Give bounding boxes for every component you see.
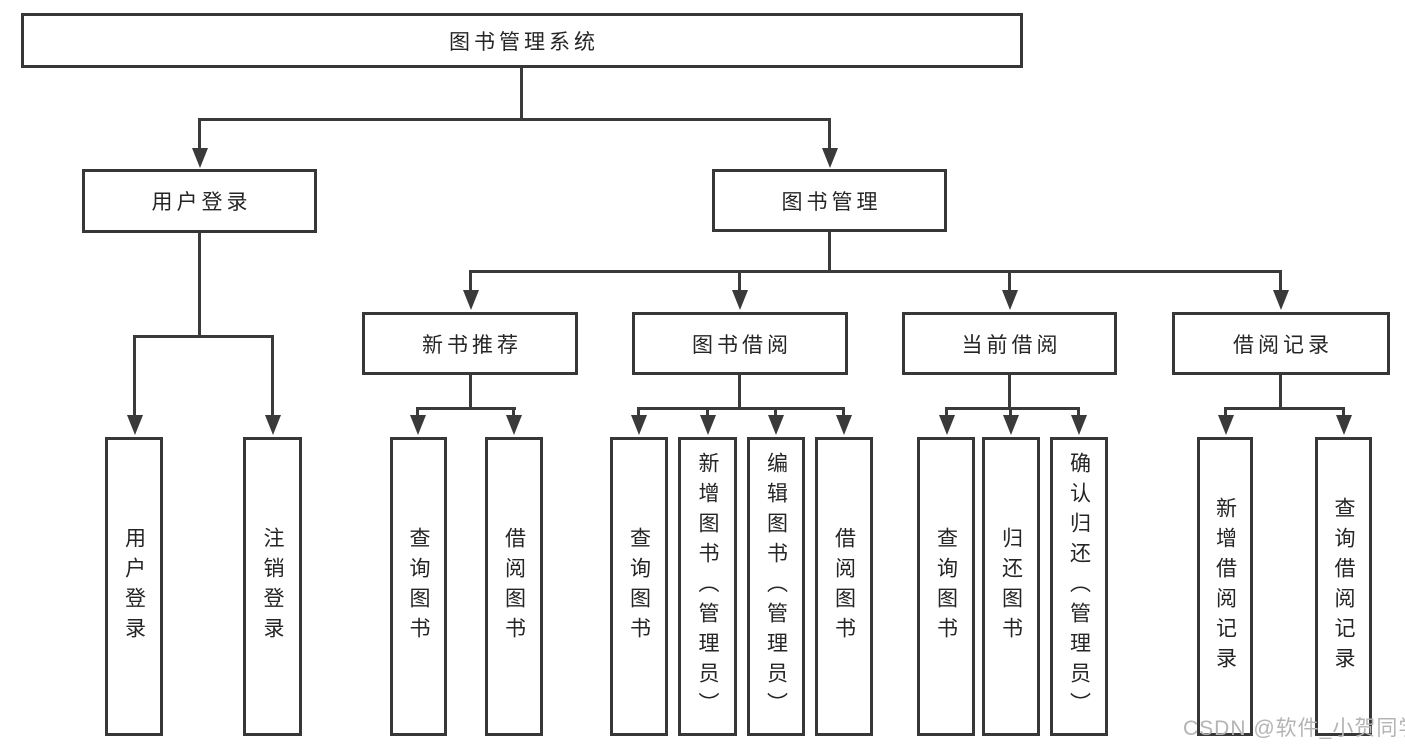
leaf-label: 查询图书 [934,526,958,647]
connector-user-login-stem [198,233,201,335]
leaf-label: 查询图书 [627,526,651,647]
node-library-system: 图书管理系统 [21,13,1023,68]
leaf-logout: 注销登录 [243,437,302,736]
arrow-to-user-login [191,118,208,168]
arrow-to-leaf-add-borrow-record [1217,407,1234,435]
arrow-to-leaf-borrow-books-borrowing [835,407,852,435]
leaf-query-books-borrowing: 查询图书 [610,437,668,736]
leaf-confirm-return-admin: 确认归还（管理员） [1050,437,1108,736]
csdn-watermark: CSDN @软件_小贺同学 [1183,717,1405,740]
leaf-add-books-admin: 新增图书（管理员） [678,437,737,736]
arrow-to-book-borrowing [731,270,748,310]
arrow-to-leaf-edit-books-admin [767,407,784,435]
connector-recommend-branch [416,407,516,410]
leaf-label: 借阅图书 [502,526,526,647]
arrow-to-leaf-query-books-borrowing [630,407,647,435]
leaf-label: 新增图书（管理员） [696,451,719,722]
leaf-label: 注销登录 [261,526,284,647]
leaf-label: 查询借阅记录 [1332,496,1355,677]
arrow-to-leaf-return-books [1002,407,1019,435]
leaf-label: 编辑图书（管理员） [764,451,788,722]
arrow-to-book-management [821,118,838,168]
node-label: 图书借阅 [692,333,792,357]
node-label: 图书管理 [781,190,882,214]
leaf-add-borrow-record: 新增借阅记录 [1197,437,1253,736]
connector-records-stem [1279,375,1282,407]
arrow-to-current-borrowing [1001,270,1018,310]
leaf-return-books: 归还图书 [982,437,1040,736]
leaf-user-login: 用户登录 [105,437,163,736]
node-borrowing-records: 借阅记录 [1172,312,1390,375]
arrow-to-leaf-confirm-return-admin [1070,407,1087,435]
connector-user-login-branch [133,335,274,338]
leaf-label: 查询图书 [407,526,430,647]
connector-recommend-stem [469,375,472,407]
leaf-label: 借阅图书 [832,526,856,647]
node-current-borrowing: 当前借阅 [902,312,1117,375]
leaf-query-books-current: 查询图书 [917,437,975,736]
leaf-query-borrow-record: 查询借阅记录 [1315,437,1372,736]
arrow-to-leaf-query-borrow-record [1335,407,1352,435]
arrow-to-leaf-query-books-current [938,407,955,435]
connector-book-mgmt-stem [828,232,831,270]
connector-current-stem [1008,375,1011,407]
arrow-to-leaf-logout [264,335,281,435]
leaf-borrow-books-borrowing: 借阅图书 [815,437,873,736]
leaf-label: 归还图书 [999,526,1023,647]
node-user-login: 用户登录 [82,169,317,233]
connector-root-branch [198,118,831,121]
leaf-query-books-recommend: 查询图书 [390,437,447,736]
arrow-to-borrowing-records [1272,270,1289,310]
node-new-book-recommendation: 新书推荐 [362,312,578,375]
node-label: 借阅记录 [1233,333,1333,357]
arrow-to-leaf-query-books-recommend [409,407,426,435]
node-label: 新书推荐 [422,333,522,357]
arrow-to-leaf-borrow-books-recommend [505,407,522,435]
arrow-to-leaf-user-login [126,335,143,435]
leaf-label: 用户登录 [122,526,146,647]
connector-records-branch [1224,407,1344,410]
connector-borrowing-branch [637,407,845,410]
connector-current-branch [945,407,1080,410]
arrow-to-leaf-add-books-admin [699,407,716,435]
leaf-label: 新增借阅记录 [1213,496,1237,677]
arrow-to-new-book-recommendation [462,270,479,310]
connector-root-stem [520,68,523,118]
node-label: 当前借阅 [961,333,1062,357]
node-book-management: 图书管理 [712,169,947,232]
node-label: 图书管理系统 [449,30,599,54]
leaf-label: 确认归还（管理员） [1067,451,1091,722]
leaf-borrow-books-recommend: 借阅图书 [485,437,543,736]
node-book-borrowing: 图书借阅 [632,312,848,375]
node-label: 用户登录 [151,191,252,214]
leaf-edit-books-admin: 编辑图书（管理员） [747,437,805,736]
connector-book-mgmt-branch [469,270,1281,273]
connector-borrowing-stem [738,375,741,407]
